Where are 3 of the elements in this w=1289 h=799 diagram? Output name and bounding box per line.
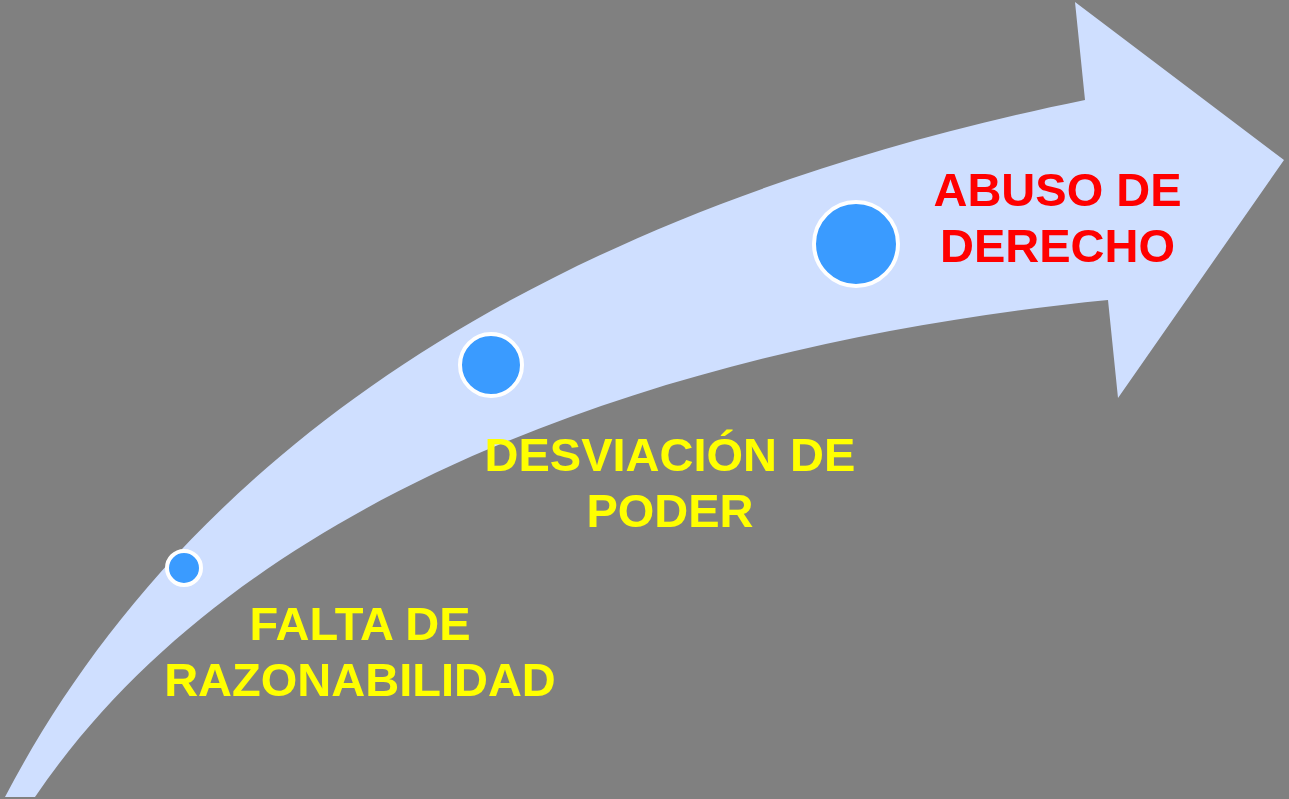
step-label: FALTA DE RAZONABILIDAD xyxy=(163,596,557,708)
step-label: ABUSO DE DERECHO xyxy=(932,162,1183,274)
step-label: DESVIACIÓN DE PODER xyxy=(483,427,857,539)
